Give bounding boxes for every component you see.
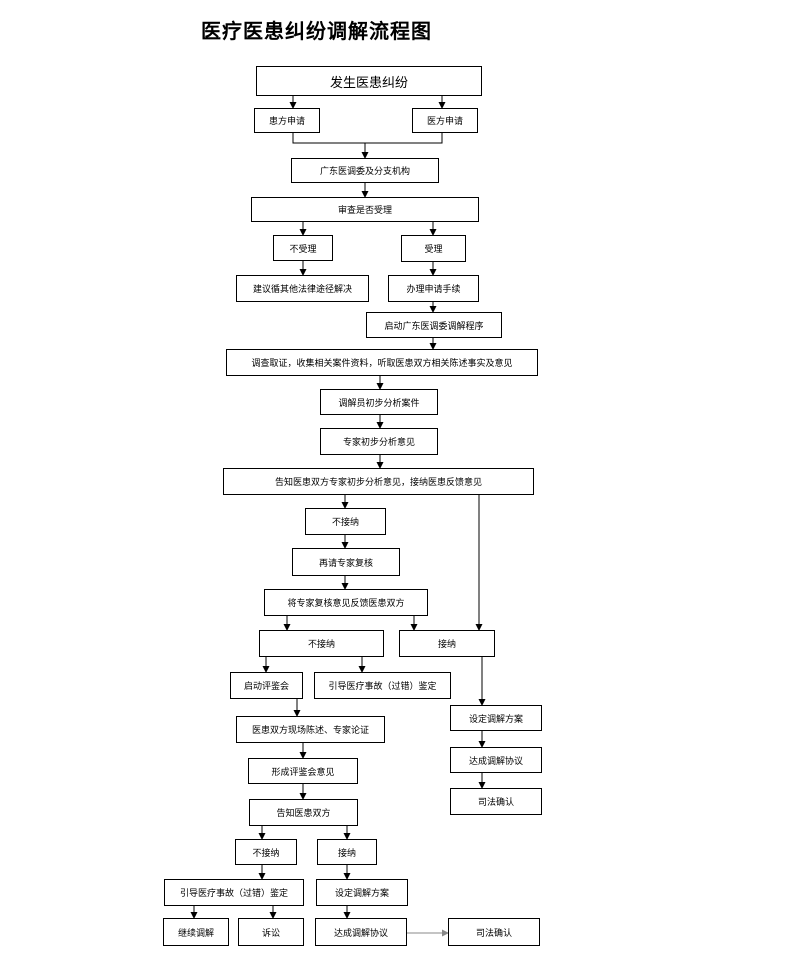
node-dispute-occurs: 发生医患纠纷 — [256, 66, 482, 96]
node-accept-1: 接纳 — [399, 630, 495, 657]
node-not-accepted: 不受理 — [273, 235, 333, 261]
node-accepted: 受理 — [401, 235, 466, 262]
node-inform-both: 告知医患双方 — [249, 799, 358, 826]
node-agreement-1: 达成调解协议 — [450, 747, 542, 773]
node-patient-apply: 患方申请 — [254, 108, 320, 133]
node-judicial-confirm-2: 司法确认 — [448, 918, 540, 946]
node-guide-appraisal-2: 引导医疗事故（过错）鉴定 — [164, 879, 304, 906]
node-judicial-confirm-1: 司法确认 — [450, 788, 542, 815]
node-not-accept-2: 不接纳 — [259, 630, 384, 657]
node-not-accept-1: 不接纳 — [305, 508, 386, 535]
node-start-evaluation: 启动评鉴会 — [230, 672, 303, 699]
node-expert-analysis: 专家初步分析意见 — [320, 428, 438, 455]
node-start-mediation: 启动广东医调委调解程序 — [366, 312, 502, 338]
node-set-plan-1: 设定调解方案 — [450, 705, 542, 731]
node-handle-procedures: 办理申请手续 — [388, 275, 479, 302]
node-accept-2: 接纳 — [317, 839, 377, 865]
node-mediation-committee: 广东医调委及分支机构 — [291, 158, 439, 183]
node-expert-review: 再请专家复核 — [292, 548, 400, 576]
node-review-feedback: 将专家复核意见反馈医患双方 — [264, 589, 428, 616]
connector-n2-n3-merge — [292, 133, 443, 144]
node-evaluation-opinion: 形成评鉴会意见 — [248, 758, 358, 784]
node-not-accept-3: 不接纳 — [235, 839, 297, 865]
node-guide-appraisal-1: 引导医疗事故（过错）鉴定 — [314, 672, 451, 699]
node-onsite-statement: 医患双方现场陈述、专家论证 — [236, 716, 385, 743]
node-inform-parties: 告知医患双方专家初步分析意见，接纳医患反馈意见 — [223, 468, 534, 495]
node-agreement-2: 达成调解协议 — [315, 918, 407, 946]
node-continue-mediation: 继续调解 — [163, 918, 229, 946]
node-litigation: 诉讼 — [238, 918, 304, 946]
node-set-plan-2: 设定调解方案 — [316, 879, 408, 906]
node-mediator-analysis: 调解员初步分析案件 — [320, 389, 438, 415]
node-investigation: 调查取证，收集相关案件资料，听取医患双方相关陈述事实及意见 — [226, 349, 538, 376]
node-review-acceptance: 审查是否受理 — [251, 197, 479, 222]
node-suggest-legal: 建议循其他法律途径解决 — [236, 275, 369, 302]
page-title: 医疗医患纠纷调解流程图 — [201, 19, 432, 43]
node-hospital-apply: 医方申请 — [412, 108, 478, 133]
